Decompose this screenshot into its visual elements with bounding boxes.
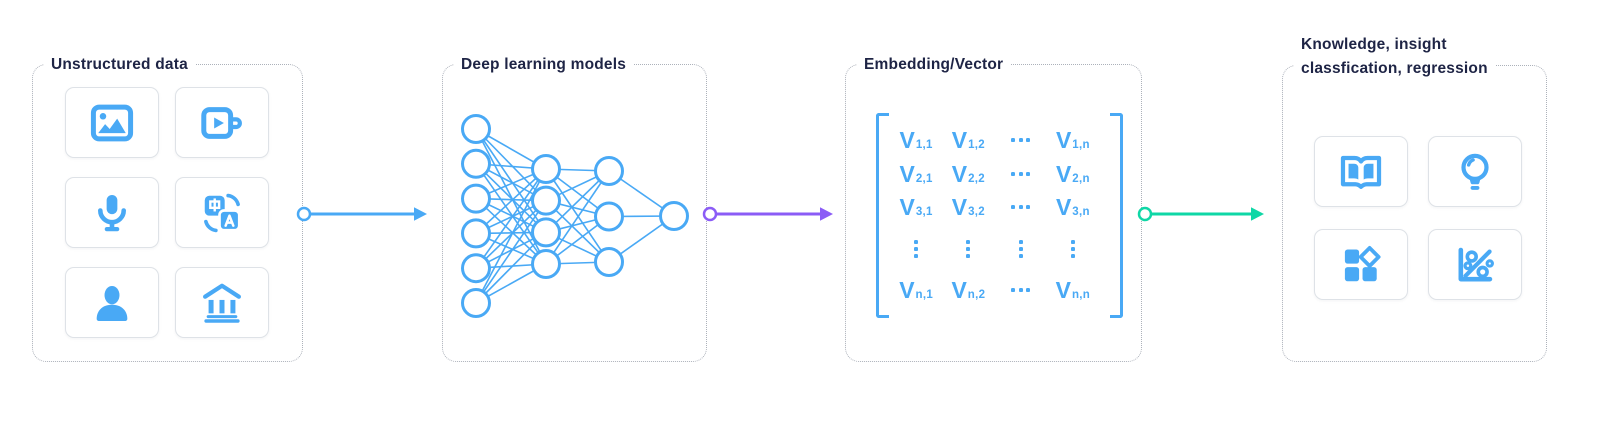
regression-icon [1452, 242, 1498, 288]
card-translate [175, 177, 269, 248]
matrix-hdots [1011, 288, 1030, 292]
card-microphone [65, 177, 159, 248]
panel-title-embedding-vector: Embedding/Vector [857, 54, 1011, 75]
image-icon [89, 100, 135, 146]
card-bank [175, 267, 269, 338]
panel-title-knowledge-line1: Knowledge, insight [1301, 36, 1447, 53]
card-person [65, 267, 159, 338]
matrix-vdots [1070, 239, 1075, 259]
card-categories [1314, 229, 1408, 300]
bank-icon [199, 280, 245, 326]
card-image [65, 87, 159, 158]
panel-unstructured-data: Unstructured data [32, 54, 303, 362]
panel-knowledge-outcomes: Knowledge, insight classfication, regres… [1282, 33, 1547, 362]
lightbulb-icon [1452, 149, 1498, 195]
arrow-embedding-to-knowledge [1137, 206, 1264, 222]
panel-title-unstructured-data: Unstructured data [44, 54, 195, 75]
unstructured-data-icon-grid [33, 65, 302, 361]
panel-title-knowledge: Knowledge, insight classfication, regres… [1294, 33, 1495, 81]
matrix-vdots [966, 239, 971, 259]
matrix-left-bracket [876, 113, 889, 318]
card-regression [1428, 229, 1522, 300]
matrix-right-bracket [1110, 113, 1123, 318]
matrix-hdots [1011, 138, 1030, 142]
matrix-row [890, 235, 1099, 263]
matrix-hdots [1011, 172, 1030, 176]
microphone-icon [89, 190, 135, 236]
arrow-unstructured-to-models [296, 206, 427, 222]
categories-icon [1338, 242, 1384, 288]
panel-deep-learning-models: Deep learning models [442, 54, 707, 362]
card-lightbulb [1428, 136, 1522, 207]
card-book [1314, 136, 1408, 207]
person-icon [89, 280, 135, 326]
matrix-vdots [1018, 239, 1023, 259]
knowledge-icon-grid [1283, 66, 1546, 361]
card-video [175, 87, 269, 158]
panel-title-deep-learning-models: Deep learning models [454, 54, 634, 75]
matrix-hdots [1011, 205, 1030, 209]
video-icon [199, 100, 245, 146]
neural-network-diagram [461, 114, 689, 318]
book-icon [1338, 149, 1384, 195]
translate-icon [199, 190, 245, 236]
matrix-vdots [914, 239, 919, 259]
arrow-models-to-embedding [702, 206, 833, 222]
panel-title-knowledge-line2: classfication, regression [1301, 60, 1488, 77]
